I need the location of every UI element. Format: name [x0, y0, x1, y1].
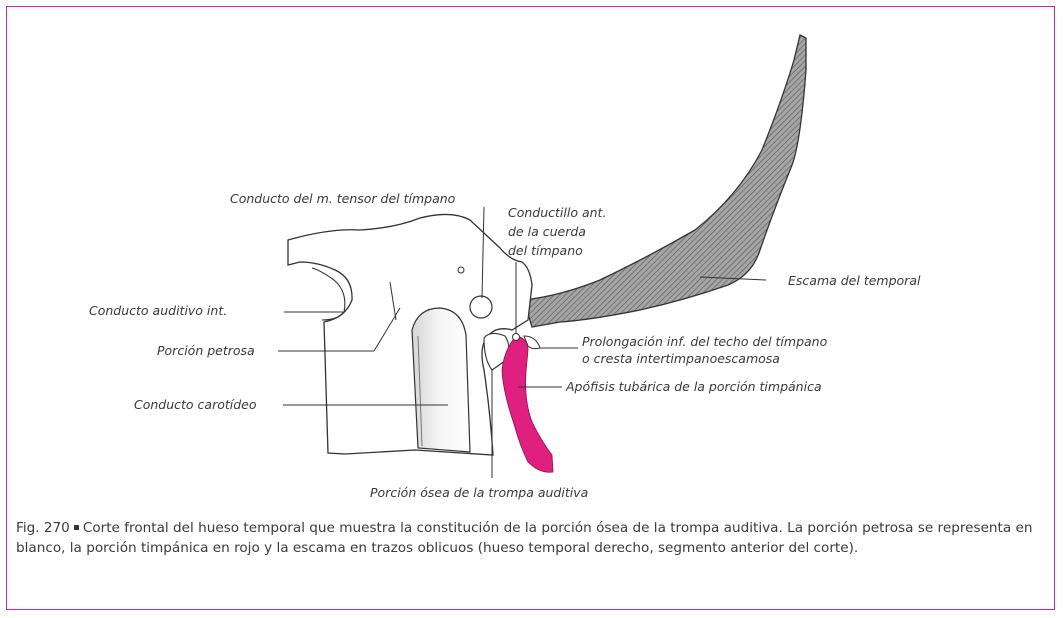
label-tubal-process: Apófisis tubárica de la porción timpánic…	[565, 379, 822, 394]
label-bony-tube: Porción ósea de la trompa auditiva	[370, 485, 588, 500]
chorda-canal-dot	[513, 334, 520, 341]
caption-text: Corte frontal del hueso temporal que mue…	[16, 520, 1033, 556]
label-chorda-line3: del tímpano	[508, 243, 583, 258]
figure-number: Fig. 270	[16, 520, 70, 536]
label-carotid: Conducto carotídeo	[134, 397, 257, 412]
tensor-tympani-canal	[470, 296, 492, 318]
label-tensor-tympani: Conducto del m. tensor del tímpano	[230, 191, 456, 206]
label-chorda-line1: Conductillo ant.	[508, 205, 606, 220]
label-internal-meatus: Conducto auditivo int.	[89, 303, 227, 318]
tympanic-portion-shape	[502, 336, 553, 472]
label-tegmen-line2: o cresta intertimpanoescamosa	[582, 351, 780, 366]
caption-bullet	[74, 525, 79, 530]
squama-shape	[524, 35, 806, 327]
carotid-canal-shape	[412, 308, 470, 452]
label-chorda-line2: de la cuerda	[508, 224, 586, 239]
label-tegmen-line1: Prolongación inf. del techo del tímpano	[582, 334, 828, 349]
label-squama: Escama del temporal	[788, 273, 921, 288]
temporal-bone-diagram: Conducto del m. tensor del tímpano Condu…	[0, 0, 1063, 515]
label-petrous: Porción petrosa	[157, 343, 255, 358]
